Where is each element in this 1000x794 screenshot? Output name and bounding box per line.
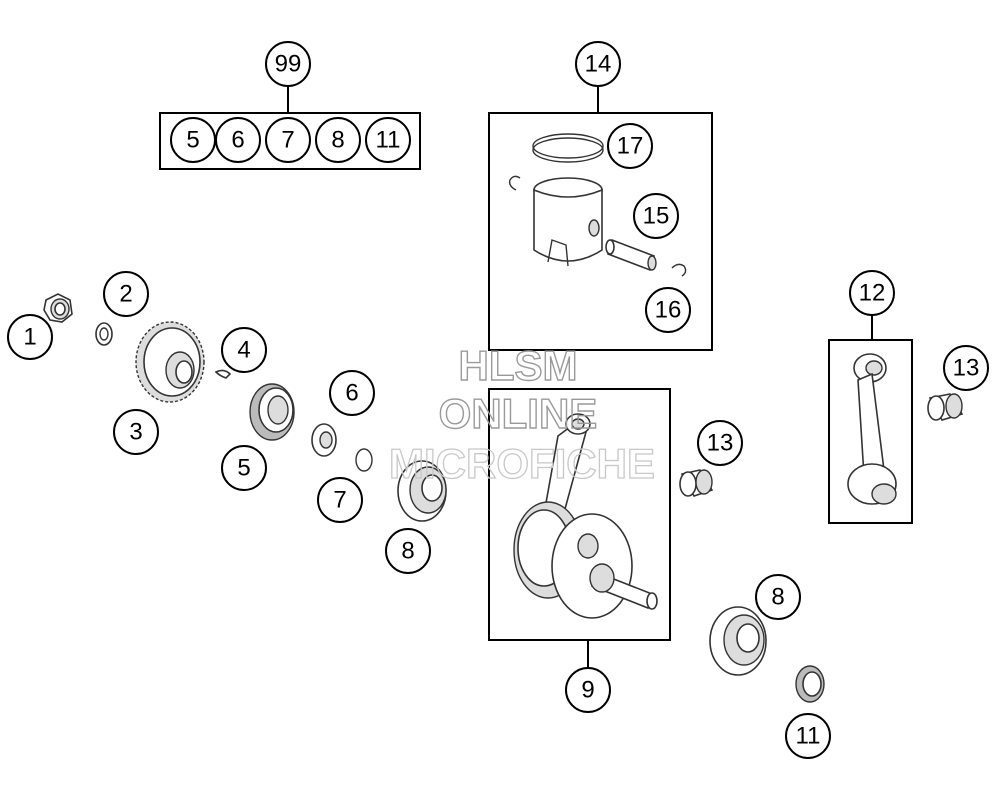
callout-16-label: 16 xyxy=(655,297,682,324)
bearing-right-drawing xyxy=(709,606,767,676)
callout-1[interactable]: 1 xyxy=(7,314,53,360)
callout-11-label: 11 xyxy=(796,723,821,750)
kit-item-11-label: 11 xyxy=(376,127,401,154)
piston-ring-drawing xyxy=(532,133,604,163)
lock-washer-drawing xyxy=(95,322,113,346)
piston-group-frame xyxy=(488,112,713,351)
crankshaft-group-frame xyxy=(488,388,671,641)
crankshaft-drawing xyxy=(513,413,658,619)
callout-99-label: 99 xyxy=(275,51,302,78)
nut-drawing xyxy=(43,293,73,323)
conrod-group-frame xyxy=(828,339,913,524)
circlip-right-drawing xyxy=(671,263,687,277)
callout-14-label: 14 xyxy=(585,51,612,78)
woodruff-key-drawing xyxy=(214,369,232,379)
callout-9[interactable]: 9 xyxy=(565,667,611,713)
callout-1-label: 1 xyxy=(23,324,36,351)
kit-item-6[interactable]: 6 xyxy=(215,117,261,163)
piston-pin-drawing xyxy=(605,238,657,272)
callout-12[interactable]: 12 xyxy=(849,270,895,316)
conrod-group: 12 xyxy=(828,270,913,524)
callout-2[interactable]: 2 xyxy=(103,271,149,317)
callout-9-label: 9 xyxy=(581,677,594,704)
callout-17[interactable]: 17 xyxy=(607,123,653,169)
kit-item-11[interactable]: 11 xyxy=(365,117,411,163)
callout-8-right-label: 8 xyxy=(771,584,784,611)
conrod-drawing xyxy=(847,353,897,505)
kit-item-7-label: 7 xyxy=(281,127,294,154)
washer-drawing xyxy=(311,423,337,457)
needle-bearing-center-drawing xyxy=(679,469,714,497)
callout-13-right-label: 13 xyxy=(953,355,980,382)
callout-2-label: 2 xyxy=(119,281,132,308)
kit-item-5[interactable]: 5 xyxy=(170,117,216,163)
callout-14[interactable]: 14 xyxy=(575,41,621,87)
callout-13-right[interactable]: 13 xyxy=(943,345,989,391)
callout-7[interactable]: 7 xyxy=(317,477,363,523)
shim-drawing xyxy=(355,448,373,472)
callout-6-label: 6 xyxy=(345,380,358,407)
kit-item-5-label: 5 xyxy=(186,127,199,154)
callout-13-center[interactable]: 13 xyxy=(697,420,743,466)
crankshaft-group: 9 xyxy=(488,388,671,713)
piston-group: 14 17 15 xyxy=(488,41,713,351)
callout-4[interactable]: 4 xyxy=(221,327,267,373)
gear-drawing xyxy=(135,321,205,403)
kit-item-6-label: 6 xyxy=(231,127,244,154)
callout-17-label: 17 xyxy=(617,133,644,160)
watermark-line-1: HLSM xyxy=(459,342,578,389)
seal-right-drawing xyxy=(795,665,825,703)
callout-3-label: 3 xyxy=(129,419,142,446)
callout-3[interactable]: 3 xyxy=(113,409,159,455)
callout-16[interactable]: 16 xyxy=(645,287,691,333)
watermark-line-2: ONLINE xyxy=(439,390,598,437)
callout-12-label: 12 xyxy=(859,280,886,307)
callout-5-label: 5 xyxy=(237,455,250,482)
watermark-line-3: MICROFICHE xyxy=(389,440,655,487)
callout-99[interactable]: 99 xyxy=(265,41,311,87)
callout-8-right[interactable]: 8 xyxy=(755,574,801,620)
callout-7-label: 7 xyxy=(333,487,346,514)
kit-item-8[interactable]: 8 xyxy=(315,117,361,163)
kit-99-frame xyxy=(159,112,421,170)
callout-15[interactable]: 15 xyxy=(633,193,679,239)
callout-15-label: 15 xyxy=(643,203,670,230)
needle-bearing-right-drawing xyxy=(927,393,964,421)
callout-8-left-label: 8 xyxy=(401,538,414,565)
callout-8-left[interactable]: 8 xyxy=(385,528,431,574)
circlip-left-drawing xyxy=(508,175,521,191)
shaft-seal-drawing xyxy=(249,383,295,441)
callout-5[interactable]: 5 xyxy=(221,445,267,491)
kit-99-group: 99 5 6 7 8 11 xyxy=(159,41,421,170)
callout-13-center-label: 13 xyxy=(707,430,734,457)
callout-4-label: 4 xyxy=(237,337,250,364)
piston-drawing xyxy=(533,177,603,267)
kit-item-7[interactable]: 7 xyxy=(265,117,311,163)
callout-11[interactable]: 11 xyxy=(785,713,831,759)
kit-item-8-label: 8 xyxy=(331,127,344,154)
callout-6[interactable]: 6 xyxy=(329,370,375,416)
watermark: HLSM ONLINE MICROFICHE xyxy=(388,341,655,487)
bearing-left-drawing xyxy=(397,460,447,522)
